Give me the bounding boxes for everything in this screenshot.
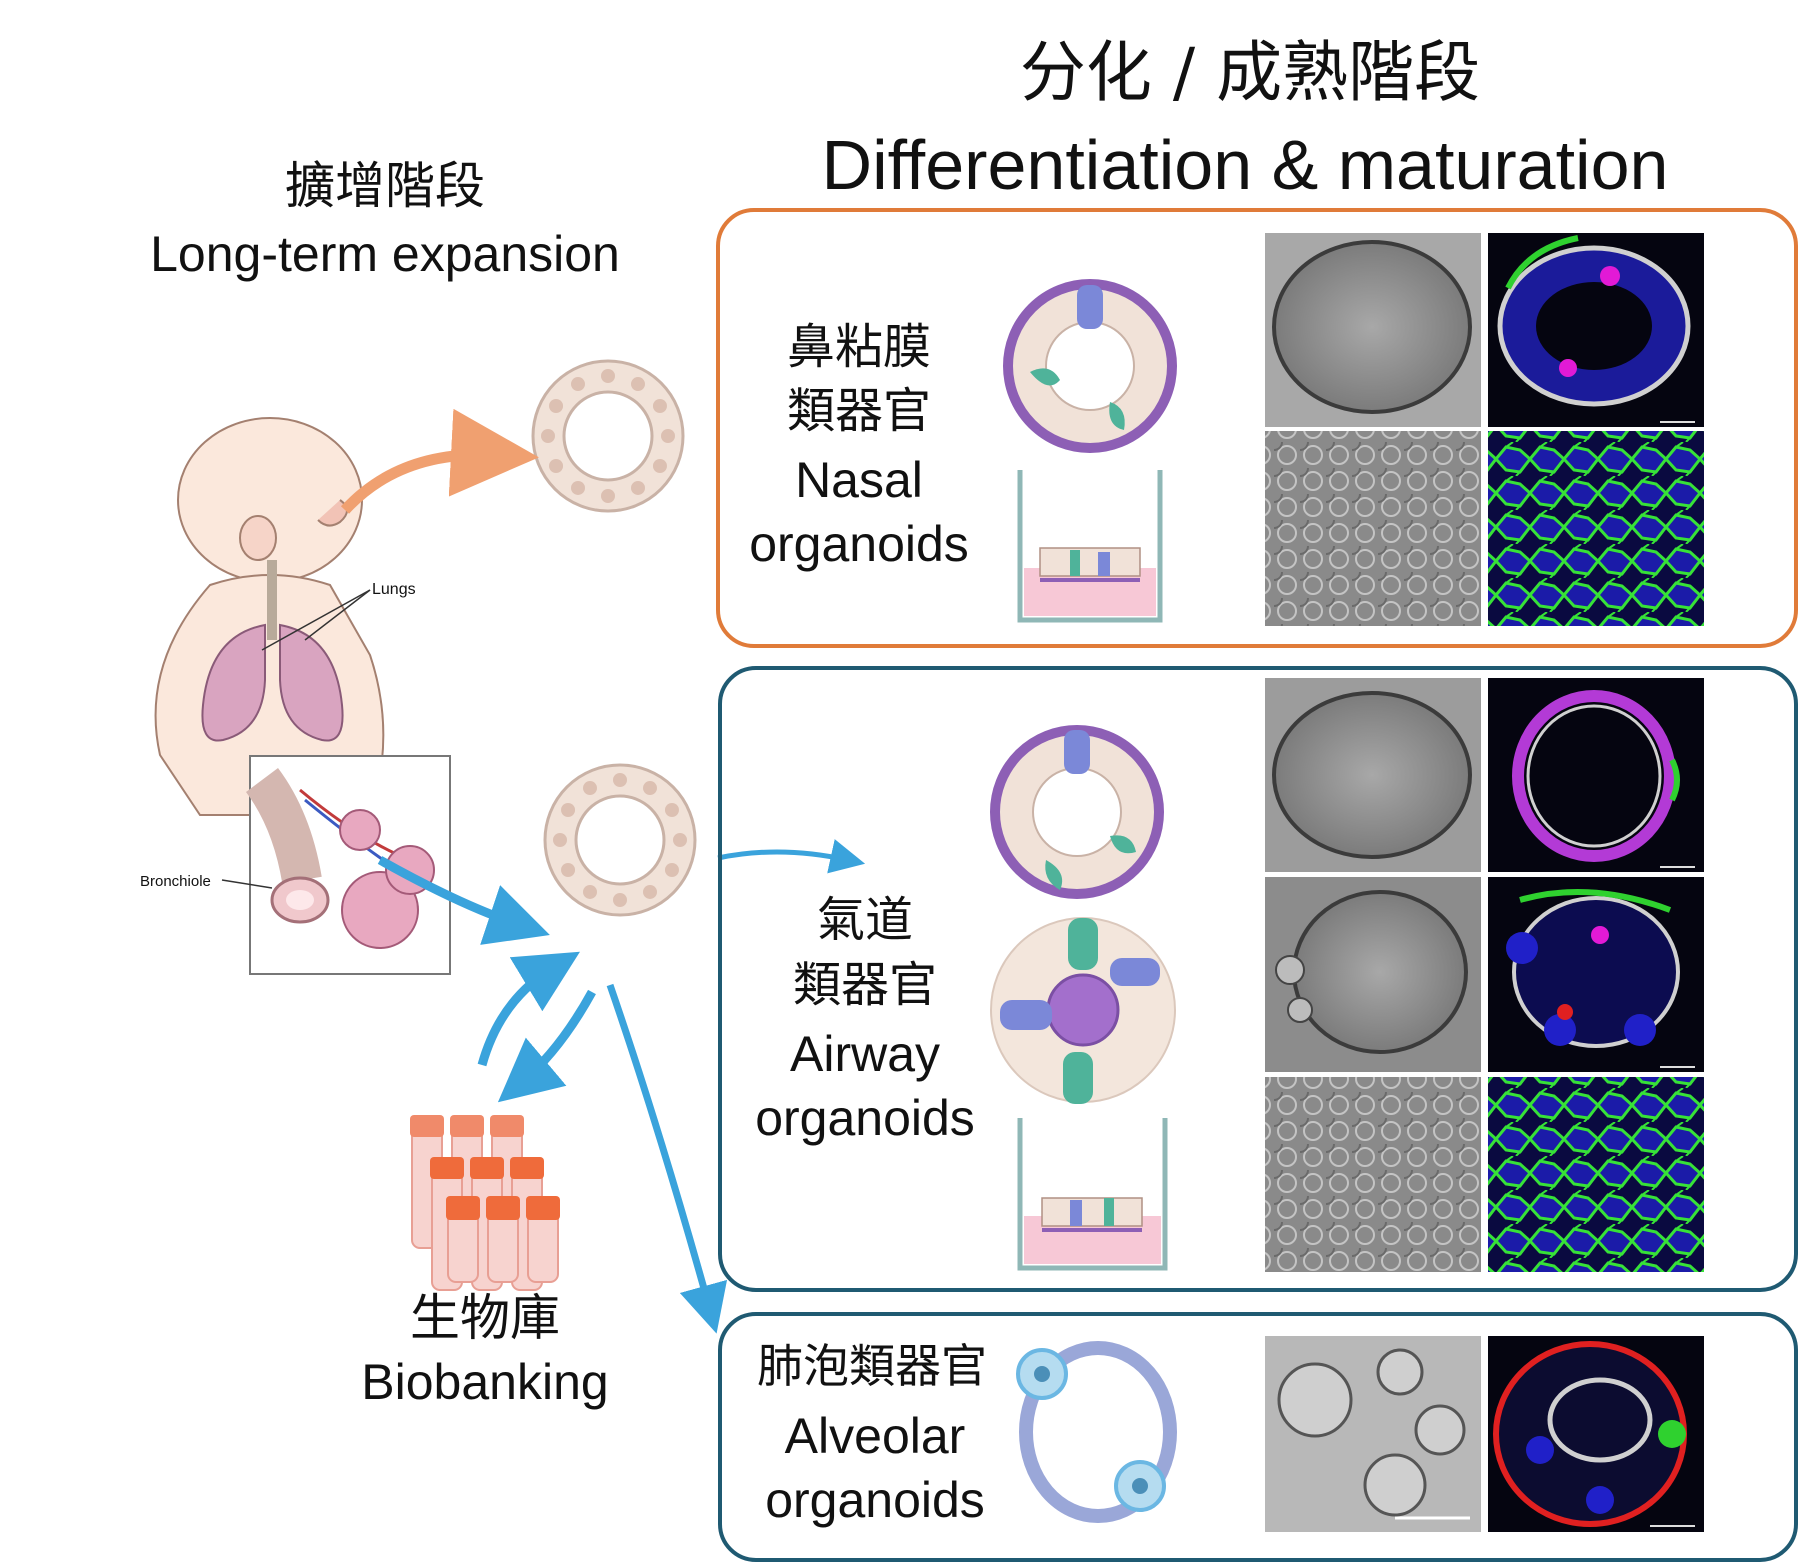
airway-brightfield-monolayer-image <box>1265 1077 1481 1272</box>
alveolar-organoid-illustration <box>1016 1341 1177 1523</box>
bronchiole-label: Bronchiole <box>140 873 211 890</box>
bronchiole-to-organoid-arrow <box>377 856 550 945</box>
biobank-label-zh: 生物庫 <box>410 1289 560 1347</box>
airway-organoids-panel <box>718 666 1798 1292</box>
organoid-to-biobank-arrow <box>497 989 596 1103</box>
biobank-cryovials <box>410 1115 560 1291</box>
alveolar-organoids-label-en-2: organoids <box>765 1472 985 1528</box>
nasal-fluorescence-organoid-image <box>1488 233 1704 427</box>
cell-nucleus <box>583 781 597 796</box>
cell-nucleus <box>631 480 645 495</box>
cell-nucleus <box>549 399 564 413</box>
differentiation-stage-title-zh: 分化 / 成熟階段 <box>1019 34 1481 111</box>
cell-nucleus <box>553 833 567 847</box>
nasal-transwell-culture <box>1017 470 1163 623</box>
cell-nucleus <box>613 773 627 787</box>
cell-nucleus <box>664 863 679 877</box>
alveolar-organoids-label-zh: 肺泡類器官 <box>757 1339 987 1393</box>
nasal-brightfield-monolayer-image <box>1265 431 1481 626</box>
cell-nucleus <box>561 863 576 877</box>
alveolar-fluorescence-image <box>1488 1336 1704 1532</box>
nasal-organoids-label-en-1: Nasal <box>795 452 923 508</box>
cell-nucleus <box>571 480 585 495</box>
expansion-stage-title-zh: 擴增階段 <box>285 157 485 215</box>
airway-inside-out-organoid <box>990 917 1176 1104</box>
biobank-to-organoid-arrow <box>477 951 580 1067</box>
airway-organoids-label-zh-2: 類器官 <box>792 957 937 1013</box>
nasal-organoids-label-en-2: organoids <box>749 516 969 572</box>
expansion-stage-title-en: Long-term expansion <box>150 226 620 282</box>
nasal-organoids-panel <box>716 208 1798 648</box>
cell-nucleus <box>652 459 667 473</box>
cell-nucleus <box>664 803 679 817</box>
nasal-organoids-label-zh-2: 類器官 <box>786 383 931 439</box>
airway-expansion-organoid <box>543 763 697 917</box>
cell-nucleus <box>643 781 657 796</box>
airway-organoid-cross-section <box>990 725 1164 899</box>
bronchiole-inset <box>221 755 451 975</box>
airway-fluorescence-inside-out-image <box>1488 877 1704 1072</box>
cell-nucleus <box>601 489 615 503</box>
nasal-organoids-label-zh-1: 鼻粘膜 <box>786 319 931 375</box>
nasal-organoid-cross-section <box>1003 279 1177 453</box>
cell-nucleus <box>601 369 615 383</box>
cell-nucleus <box>631 377 645 392</box>
cell-nucleus <box>561 803 576 817</box>
cell-nucleus <box>549 459 564 473</box>
lung-right <box>279 623 344 742</box>
airway-fluorescence-monolayer-image <box>1488 1077 1704 1272</box>
airway-brightfield-inside-out-image <box>1265 877 1481 1072</box>
lung-left <box>201 623 266 742</box>
cell-nucleus <box>613 893 627 907</box>
bronchiole-tube <box>245 768 322 884</box>
cell-nucleus <box>583 884 597 899</box>
biobank-label-en: Biobanking <box>361 1354 609 1410</box>
differentiation-stage-title-en: Differentiation & maturation <box>821 126 1669 204</box>
airway-organoids-label-en-2: organoids <box>755 1090 975 1146</box>
airway-transwell-culture <box>1017 1118 1168 1271</box>
cell-nucleus <box>643 884 657 899</box>
airway-fluorescence-organoid-image <box>1488 678 1704 872</box>
alveolar-organoids-panel <box>718 1312 1798 1562</box>
cell-nucleus <box>571 377 585 392</box>
nasal-expansion-organoid <box>531 359 685 513</box>
cell-nucleus <box>652 399 667 413</box>
airway-organoids-label-en-1: Airway <box>789 1026 941 1082</box>
to-airway-panel-arrow <box>717 839 866 874</box>
nasal-brightfield-organoid-image <box>1265 233 1481 427</box>
lungs-label: Lungs <box>372 581 416 598</box>
airway-organoids-label-zh-1: 氣道 <box>816 892 913 948</box>
nasal-fluorescence-monolayer-image <box>1488 431 1704 626</box>
cell-nucleus <box>661 429 675 443</box>
cell-nucleus <box>673 833 687 847</box>
child-head <box>177 417 363 583</box>
alveolar-brightfield-image <box>1265 1336 1481 1532</box>
alveolar-organoids-label-en-1: Alveolar <box>784 1408 966 1464</box>
to-alveolar-panel-arrow <box>606 983 728 1334</box>
airway-brightfield-organoid-image <box>1265 678 1481 872</box>
cell-nucleus <box>541 429 555 443</box>
nasal-arrow <box>340 408 539 514</box>
